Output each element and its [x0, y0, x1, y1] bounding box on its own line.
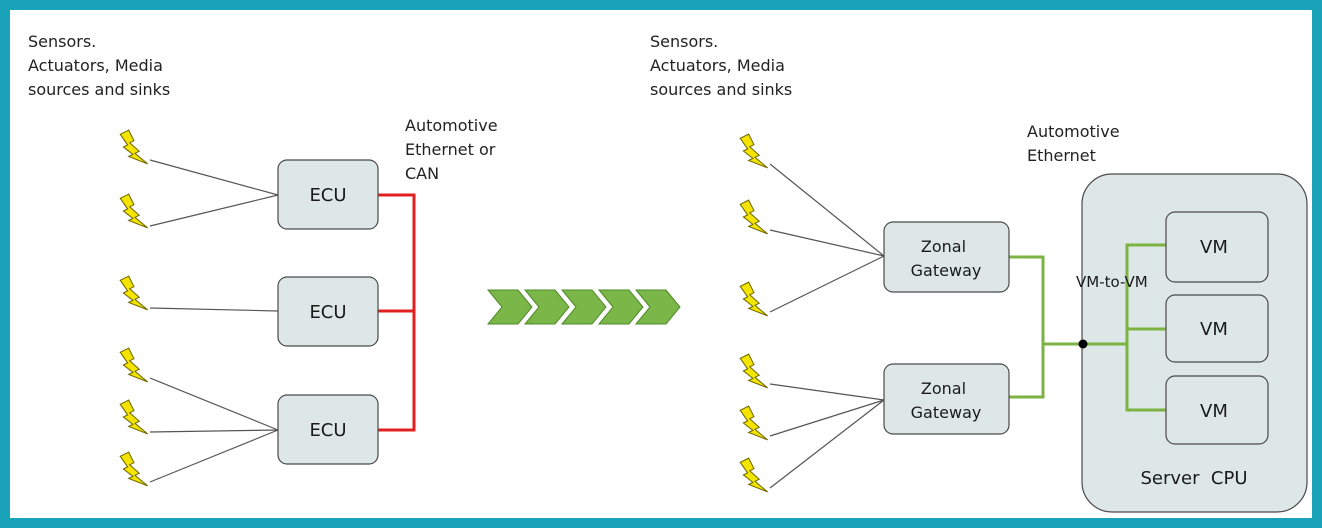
vm-label: VM: [1200, 319, 1228, 340]
lightning-bolt-icon: [739, 457, 769, 493]
chevron-arrow-icon: [634, 289, 681, 325]
vm-to-vm-label: VM-to-VM: [1076, 273, 1148, 291]
left-title-line-1: Sensors.: [28, 32, 96, 51]
lightning-bolt-icon: [739, 199, 769, 235]
zonal-gateway-label: Zonal Gateway: [911, 237, 982, 280]
ecu-label: ECU: [309, 302, 346, 323]
left-title-line-2: Actuators, Media: [28, 56, 163, 75]
chevron-arrow-icon: [486, 289, 533, 325]
zonal-gateway-box-1: Zonal Gateway: [883, 221, 1010, 293]
lightning-bolt-icon: [119, 275, 149, 311]
ecu-box-1: ECU: [277, 159, 379, 230]
can-bus: [378, 193, 416, 432]
gateway-line-1: Zonal: [921, 379, 966, 398]
ecu-label: ECU: [309, 420, 346, 441]
left-network-line-1: Automotive: [405, 116, 498, 135]
transition-arrows: [486, 289, 681, 325]
junction-dot: [1078, 339, 1088, 349]
right-title-line-1: Sensors.: [650, 32, 718, 51]
zonal-gateway-label: Zonal Gateway: [911, 379, 982, 422]
ecu-box-3: ECU: [277, 394, 379, 465]
chevron-arrow-icon: [597, 289, 644, 325]
lightning-bolt-icon: [119, 347, 149, 383]
vm-label: VM: [1200, 237, 1228, 258]
vm-box-2: VM: [1165, 294, 1269, 363]
lightning-bolt-icon: [739, 353, 769, 389]
right-title-line-2: Actuators, Media: [650, 56, 785, 75]
ecu-label: ECU: [309, 185, 346, 206]
chevron-arrow-icon: [560, 289, 607, 325]
lightning-bolt-icon: [119, 399, 149, 435]
right-title-line-3: sources and sinks: [650, 80, 792, 99]
right-sensor-wires: [769, 163, 885, 489]
right-network-label: Automotive Ethernet: [1027, 122, 1125, 165]
ecu-box-2: ECU: [277, 276, 379, 347]
chevron-arrow-icon: [523, 289, 570, 325]
left-title: Sensors. Actuators, Media sources and si…: [28, 32, 170, 99]
left-network-label: Automotive Ethernet or CAN: [405, 116, 503, 183]
lightning-bolt-icon: [119, 193, 149, 229]
vm-box-3: VM: [1165, 375, 1269, 445]
zonal-gateway-box-2: Zonal Gateway: [883, 363, 1010, 435]
server-cpu-label: Server CPU: [1140, 468, 1247, 489]
left-network-line-2: Ethernet or: [405, 140, 496, 159]
vm-label: VM: [1200, 401, 1228, 422]
gateway-line-2: Gateway: [911, 261, 982, 280]
lightning-bolt-icon: [119, 129, 149, 165]
right-network-line-1: Automotive: [1027, 122, 1120, 141]
left-title-line-3: sources and sinks: [28, 80, 170, 99]
left-network-line-3: CAN: [405, 164, 439, 183]
lightning-bolt-icon: [119, 451, 149, 487]
gateway-line-1: Zonal: [921, 237, 966, 256]
gateway-line-2: Gateway: [911, 403, 982, 422]
left-sensor-wires: [149, 159, 279, 483]
lightning-bolt-icon: [739, 281, 769, 317]
vm-box-1: VM: [1165, 211, 1269, 283]
right-title: Sensors. Actuators, Media sources and si…: [650, 32, 792, 99]
lightning-bolt-icon: [739, 133, 769, 169]
right-network-line-2: Ethernet: [1027, 146, 1096, 165]
lightning-bolt-icon: [739, 405, 769, 441]
